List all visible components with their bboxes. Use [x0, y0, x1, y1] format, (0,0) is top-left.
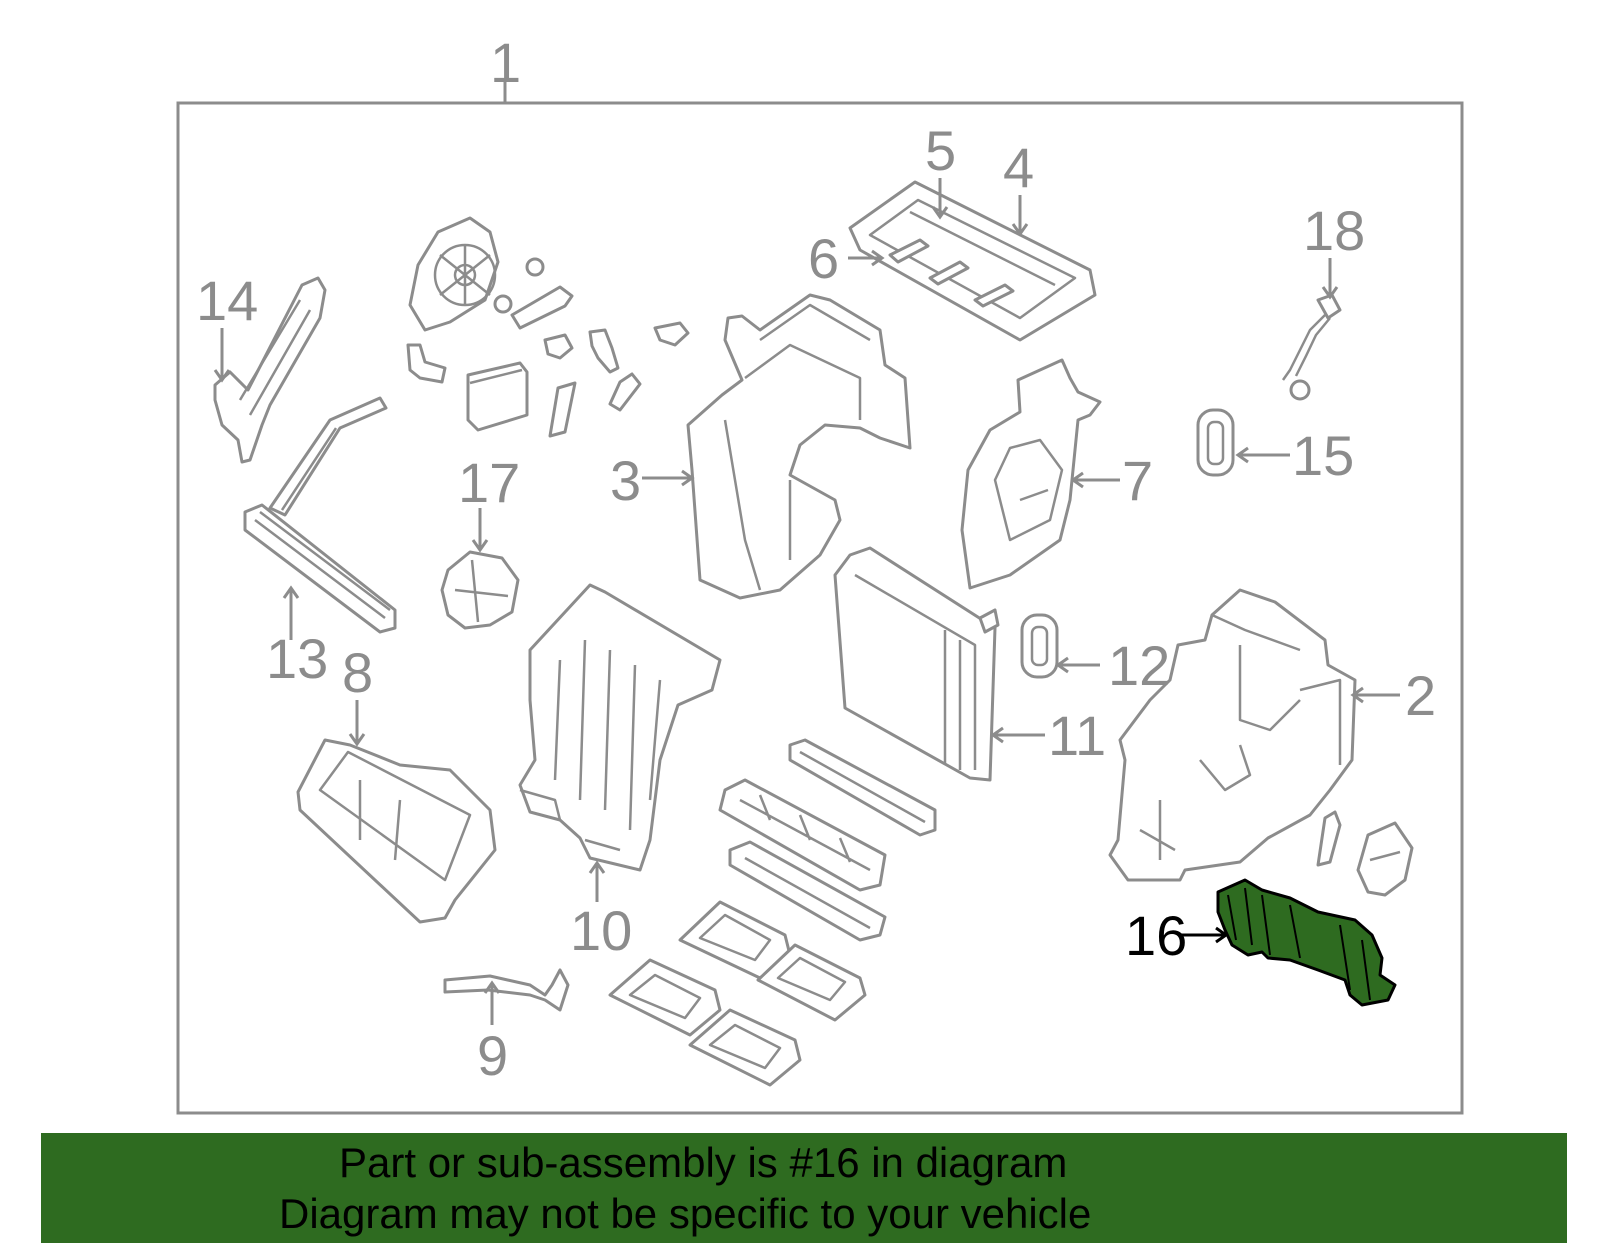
- callout-7: 7: [1122, 449, 1153, 512]
- callout-2: 2: [1405, 664, 1436, 727]
- banner-line-part: Part or sub-assembly is #16 in diagram: [339, 1139, 1068, 1186]
- part-17: [440, 550, 520, 630]
- callout-5: 5: [925, 119, 956, 182]
- callout-8: 8: [342, 641, 373, 704]
- callout-16: 16: [1125, 904, 1187, 967]
- callout-12: 12: [1108, 634, 1170, 697]
- part-4-cover: [848, 180, 1097, 342]
- info-banner: Part or sub-assembly is #16 in diagram D…: [41, 1133, 1567, 1243]
- part-18: [1281, 293, 1342, 401]
- part-2: [1108, 588, 1357, 882]
- small-parts-right: [1316, 810, 1414, 897]
- callout-13: 13: [266, 627, 328, 690]
- small-parts: [406, 321, 690, 438]
- callout-14: 14: [196, 269, 258, 332]
- callout-17: 17: [458, 451, 520, 514]
- callout-9: 9: [477, 1024, 508, 1087]
- part-3: [686, 293, 912, 600]
- part-13: [243, 396, 397, 634]
- blower-motor: [408, 216, 574, 332]
- part-7: [960, 358, 1102, 590]
- part-15: [1196, 408, 1235, 477]
- callout-11: 11: [1048, 704, 1106, 767]
- part-12: [1020, 613, 1059, 679]
- callout-10: 10: [570, 899, 632, 962]
- part-11: [833, 546, 1000, 782]
- grille-doors: [608, 738, 937, 1087]
- callout-15: 15: [1292, 424, 1354, 487]
- callout-6: 6: [808, 227, 839, 290]
- part-8: [296, 738, 497, 924]
- callout-4: 4: [1003, 136, 1034, 199]
- callout-3: 3: [610, 449, 641, 512]
- leader-lines: [213, 178, 1400, 1025]
- part-16-highlighted: [1216, 878, 1397, 1007]
- part-14: [213, 276, 327, 464]
- callout-18: 18: [1303, 199, 1365, 262]
- part-9: [443, 968, 570, 1012]
- assembly-frame: [176, 101, 1464, 1115]
- callout-1: 1: [490, 31, 521, 94]
- part-10: [518, 583, 722, 872]
- banner-line-disclaimer: Diagram may not be specific to your vehi…: [279, 1190, 1092, 1237]
